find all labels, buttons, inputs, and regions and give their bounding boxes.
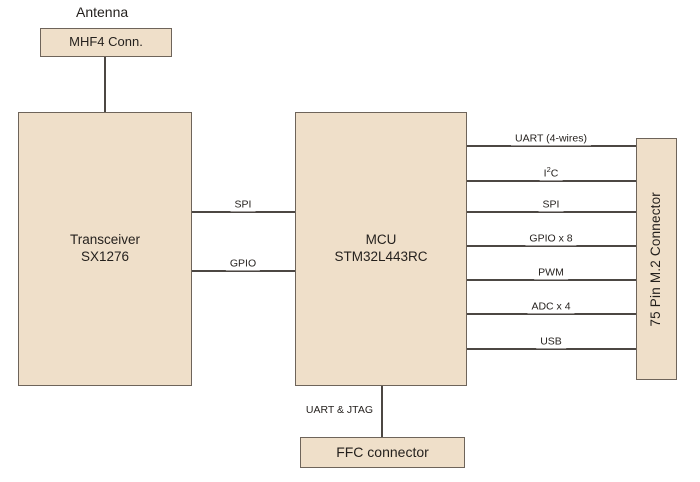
- signal-label-gpio: GPIO: [225, 258, 261, 270]
- connector-line-usb: [466, 348, 637, 350]
- connector-line-mcu-to-ffc: [381, 385, 383, 438]
- block-transceiver-label: Transceiver SX1276: [69, 232, 141, 264]
- signal-label-pwm: PWM: [534, 267, 568, 279]
- block-mcu-label: MCU STM32L443RC: [334, 232, 428, 264]
- connector-line-spi: [191, 211, 296, 213]
- block-m2-connector[interactable]: 75 Pin M.2 Connector: [636, 138, 677, 380]
- signal-label-spi: SPI: [230, 199, 256, 211]
- signal-label-adc-x-4: ADC x 4: [527, 301, 575, 313]
- block-ffc-connector-label: FFC connector: [336, 443, 429, 460]
- signal-label-spi: SPI: [538, 199, 564, 211]
- connector-line-gpio-x-8: [466, 245, 637, 247]
- signal-label-uart-jtag: UART & JTAG: [301, 405, 379, 417]
- connector-line-adc-x-4: [466, 313, 637, 315]
- block-mhf4-connector-label: MHF4 Conn.: [69, 34, 143, 50]
- block-transceiver-sx1276[interactable]: Transceiver SX1276: [18, 112, 192, 386]
- connector-line-uart-4-wires: [466, 145, 637, 147]
- connector-line-antenna-to-transceiver: [104, 56, 106, 113]
- block-mhf4-connector[interactable]: MHF4 Conn.: [40, 28, 172, 57]
- block-m2-connector-label: 75 Pin M.2 Connector: [648, 191, 664, 327]
- signal-label-gpio-x-8: GPIO x 8: [525, 233, 577, 245]
- connector-line-pwm: [466, 279, 637, 281]
- connector-line-gpio: [191, 270, 296, 272]
- signal-label-uart-4-wires: UART (4-wires): [511, 133, 591, 145]
- signal-label-i-c: I2C: [539, 166, 563, 180]
- antenna-label: Antenna: [76, 4, 129, 20]
- signal-label-usb: USB: [536, 336, 566, 348]
- block-mcu-stm32l443rc[interactable]: MCU STM32L443RC: [295, 112, 467, 386]
- connector-line-i-c: [466, 180, 637, 182]
- connector-line-spi: [466, 211, 637, 213]
- block-ffc-connector[interactable]: FFC connector: [300, 437, 465, 468]
